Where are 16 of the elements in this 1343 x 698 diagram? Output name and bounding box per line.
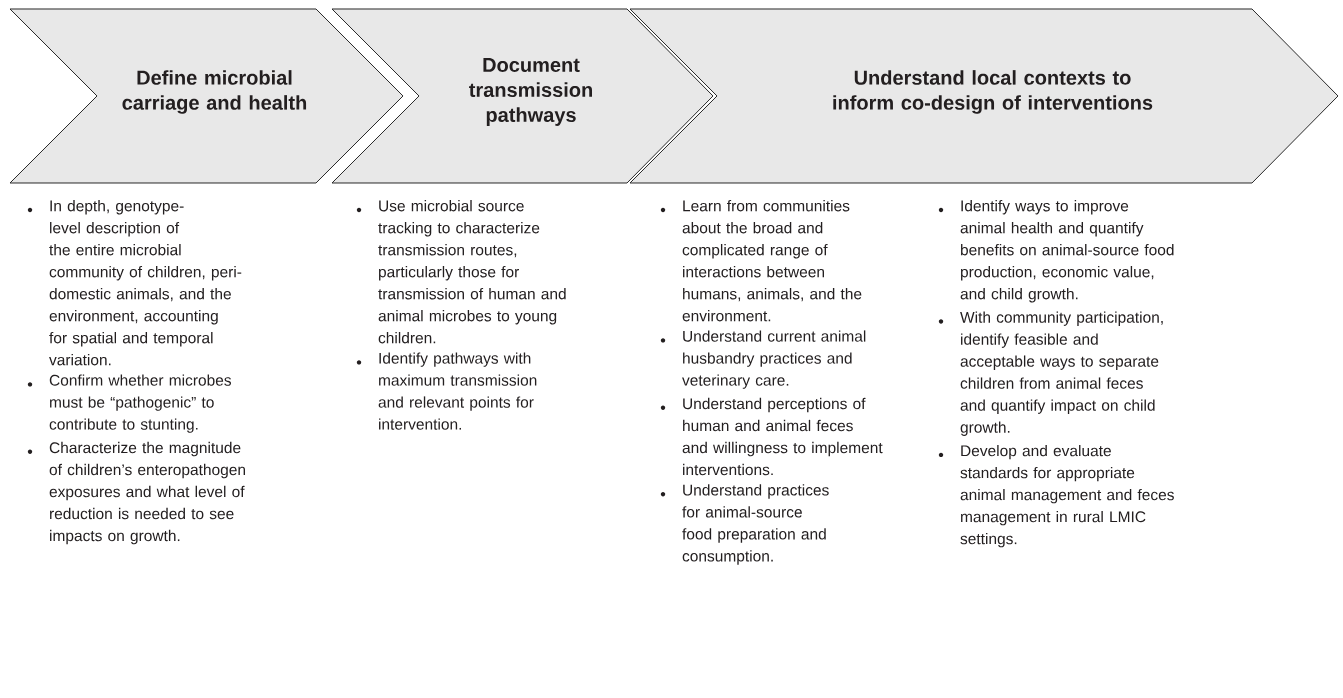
bullet-item: Understand current animal husbandry practices and veterinary care.: [682, 330, 866, 389]
chevron-step: Understand local contexts to inform co-design of interventions: [629, 8, 1339, 184]
bullet-item: Develop and evaluate standards for appropriate animal management and feces management in rural LMIC settings.: [960, 444, 1174, 548]
bullet-item: Identify pathways with maximum transmission and relevant points for intervention.: [378, 352, 537, 430]
bullet-item: Understand perceptions of human and animal feces and willingness to implement interventions.: [682, 397, 883, 476]
chevron-step: Define microbial carriage and health: [9, 8, 404, 184]
bullet-item: Characterize the magnitude of children’s enteropathogen exposures and what level of reduction is needed to see impacts on growth.: [49, 441, 245, 545]
node-label: Understand local contexts to inform co-design of interventions: [833, 70, 1153, 114]
bullet-item: In depth, genotype-level description of the entire microbial community of children, peri-domestic animals, and the environment, accounting for spatial and temporal variation.: [49, 200, 242, 366]
bullet-item: Learn from communities about the broad and complicated range of interactions between humans, animals, and the environment.: [682, 200, 862, 322]
bullet-item: Understand practices for animal-source food preparation and consumption.: [682, 484, 829, 565]
bullet-item: Confirm whether microbes must be “pathogenic” to contribute to stunting.: [49, 374, 231, 433]
bullet-item: Use microbial source tracking to characterize transmission routes, particularly those for transmission of human and animal microbes to young children.: [378, 200, 566, 344]
chevron-step: Document transmission pathways: [331, 8, 714, 184]
bullet-item: Identify ways to improve animal health and quantify benefits on animal-source food production, economic value, and child growth.: [960, 200, 1174, 303]
bullet-item: With community participation, identify feasible and acceptable ways to separate children from animal feces and quantify impact on child growth.: [960, 311, 1163, 436]
